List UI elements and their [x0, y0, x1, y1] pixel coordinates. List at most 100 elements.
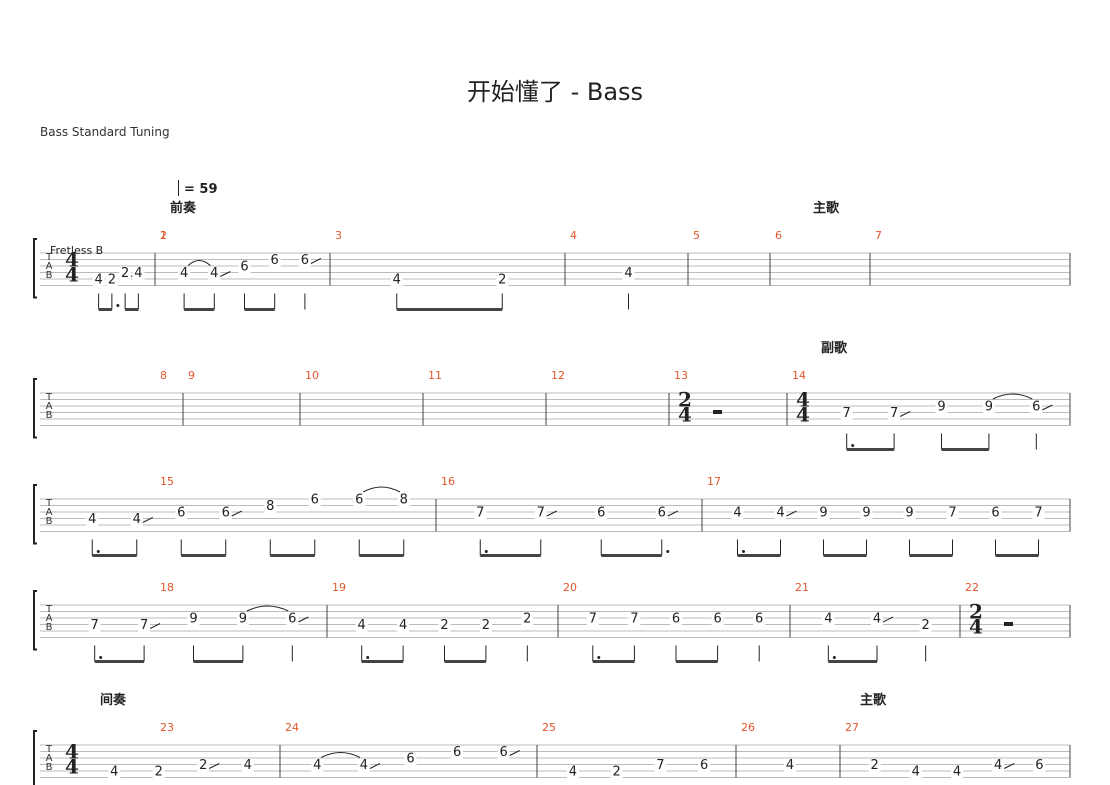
fret-background [496, 274, 509, 286]
fret-background [935, 401, 948, 413]
rhythm-dot [832, 656, 836, 659]
measure-number: 8 [160, 369, 167, 382]
fret-number: 4 [824, 612, 832, 627]
measure-number: 3 [335, 229, 342, 242]
section-label: 前奏 [170, 200, 197, 216]
fret-background [992, 759, 1005, 772]
tie-arc [992, 393, 1033, 400]
fret-background [753, 613, 766, 625]
fret-background [86, 513, 99, 526]
fret-background [868, 759, 881, 772]
fret-background [628, 613, 641, 625]
system-bracket [33, 238, 37, 299]
tab-clef-letter: A [46, 401, 53, 412]
fret-number: 7 [140, 618, 148, 633]
fret-background [138, 619, 151, 632]
fret-background [822, 613, 835, 625]
tempo-value: = 59 [184, 182, 218, 197]
time-signature-bottom: 4 [678, 403, 692, 427]
section-label: 副歌 [821, 340, 848, 356]
fret-number: 6 [597, 506, 605, 521]
slide-mark [899, 411, 911, 417]
fret-background [355, 619, 368, 632]
fret-number: 6 [355, 493, 363, 508]
fret-number: 4 [912, 765, 920, 780]
tuning-label: Bass Standard Tuning [40, 125, 170, 139]
tab-clef-letter: B [46, 410, 53, 421]
fret-background [397, 619, 410, 632]
fret-number: 6 [672, 612, 680, 627]
measure-number: 7 [875, 229, 882, 242]
fret-background [1030, 401, 1043, 413]
slide-mark [298, 616, 309, 623]
fret-background [178, 267, 191, 280]
fret-background [88, 619, 101, 632]
fret-background [298, 254, 311, 267]
fret-number: 4 [180, 266, 188, 281]
rhythm-dot [597, 656, 601, 659]
fret-number: 6 [271, 253, 279, 268]
fret-background [888, 407, 901, 420]
fret-background [566, 766, 579, 778]
time-signature-bottom: 4 [65, 263, 79, 287]
whole-rest [713, 410, 722, 414]
measure-number: 18 [160, 581, 174, 594]
fret-number: 4 [358, 618, 366, 633]
fret-background [357, 759, 370, 772]
fret-number: 6 [713, 612, 721, 627]
rhythm-dot [851, 444, 855, 447]
fret-background [175, 507, 188, 519]
slide-mark [209, 763, 220, 769]
fret-number: 7 [589, 612, 597, 627]
fret-number: 2 [155, 765, 163, 780]
fret-background [451, 746, 464, 759]
fret-number: 4 [786, 758, 794, 773]
fret-number: 2 [870, 758, 878, 773]
fret-background [595, 507, 608, 519]
fret-background [390, 274, 403, 286]
section-label: 主歌 [813, 200, 840, 216]
fret-background [1032, 507, 1045, 519]
time-signature-top: 4 [796, 388, 810, 412]
fret-background [817, 507, 830, 519]
time-signature-top: 4 [65, 740, 79, 764]
fret-number: 2 [482, 618, 490, 633]
fret-number: 6 [453, 745, 461, 760]
fret-background [308, 494, 321, 506]
fret-number: 4 [569, 765, 577, 780]
tie-arc [246, 605, 289, 612]
fret-number: 9 [985, 400, 993, 415]
fret-number: 4 [134, 266, 142, 281]
fret-number: 4 [733, 506, 741, 521]
fret-number: 4 [133, 512, 141, 527]
time-signature-top: 4 [65, 248, 79, 272]
system-bracket [33, 730, 37, 785]
fret-number: 4 [393, 273, 401, 288]
fret-number: 7 [890, 406, 898, 421]
fret-background [152, 766, 165, 778]
tab-clef-letter: T [45, 252, 53, 263]
fret-background [241, 759, 254, 772]
rhythm-dot [742, 550, 745, 553]
fret-background [989, 507, 1002, 519]
fret-number: 9 [937, 400, 945, 415]
fret-number: 4 [313, 758, 321, 773]
fret-background [871, 613, 883, 625]
measure-number: 23 [160, 721, 174, 734]
fret-background [860, 507, 873, 519]
fret-background [119, 267, 132, 280]
fret-background [132, 267, 145, 280]
slide-mark [310, 258, 322, 264]
fret-background [187, 613, 200, 625]
fret-background [521, 613, 534, 625]
fret-number: 7 [843, 406, 851, 421]
fret-background [474, 507, 487, 519]
fret-number: 2 [498, 273, 506, 288]
fret-background [397, 494, 410, 506]
fret-number: 7 [476, 506, 484, 521]
fret-number: 6 [177, 506, 185, 521]
slide-mark [1003, 763, 1015, 769]
fret-background [404, 753, 417, 765]
fret-background [919, 619, 932, 632]
